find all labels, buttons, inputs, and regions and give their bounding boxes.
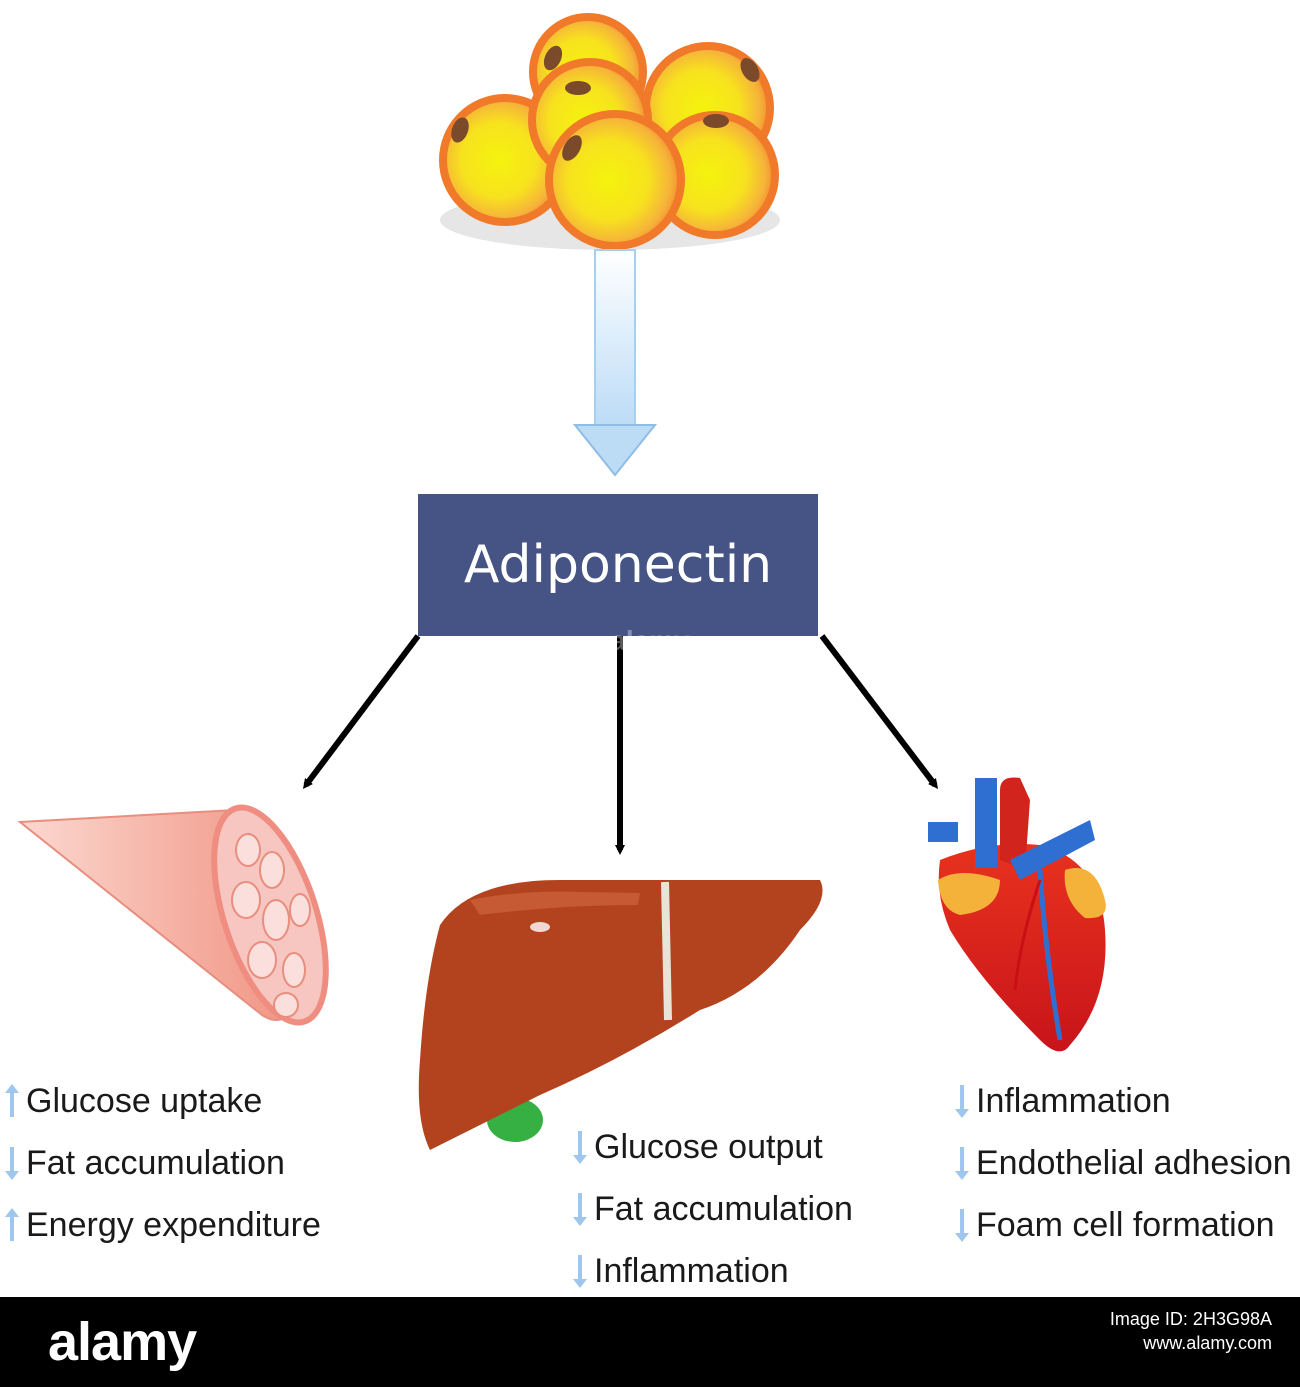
heart-effect-item: Foam cell formation [952, 1194, 1292, 1256]
arrow-to-muscle [302, 634, 421, 789]
liver-icon [418, 880, 823, 1150]
adiponectin-box [418, 494, 818, 636]
effect-label: Foam cell formation [976, 1205, 1275, 1244]
heart-icon [928, 777, 1106, 1052]
adiponectin-label: Adiponectin [464, 535, 772, 595]
liver-effect-item: Glucose output [570, 1116, 853, 1178]
stock-footer: alamy Image ID: 2H3G98A www.alamy.com [0, 1297, 1300, 1387]
effect-label: Glucose uptake [26, 1081, 263, 1120]
decrease-arrow-icon [952, 1083, 972, 1119]
secretion-arrow [572, 249, 658, 477]
muscle-effect-item: Glucose uptake [2, 1070, 321, 1132]
arrow-to-heart [819, 634, 939, 789]
image-id-label: Image ID: 2H3G98A [1109, 1309, 1272, 1329]
effect-label: Glucose output [594, 1127, 823, 1166]
muscle-effect-item: Energy expenditure [2, 1194, 321, 1256]
decrease-arrow-icon [952, 1145, 972, 1181]
effect-arrows [302, 634, 939, 855]
liver-effect-item: Inflammation [570, 1240, 853, 1302]
effect-label: Fat accumulation [594, 1189, 853, 1228]
increase-arrow-icon [2, 1207, 22, 1243]
decrease-arrow-icon [952, 1207, 972, 1243]
watermark-text: alamy [610, 625, 690, 656]
muscle-effect-item: Fat accumulation [2, 1132, 321, 1194]
site-url: www.alamy.com [1143, 1333, 1272, 1353]
decrease-arrow-icon [570, 1253, 590, 1289]
decrease-arrow-icon [2, 1145, 22, 1181]
decrease-arrow-icon [570, 1129, 590, 1165]
effect-label: Energy expenditure [26, 1205, 321, 1244]
stock-id-block: Image ID: 2H3G98A www.alamy.com [1110, 1307, 1272, 1355]
adiponectin-diagram: Adiponectin alamy [17, 13, 1106, 1150]
heart-effect-item: Endothelial adhesion [952, 1132, 1292, 1194]
effect-label: Fat accumulation [26, 1143, 285, 1182]
heart-effect-item: Inflammation [952, 1070, 1292, 1132]
decrease-arrow-icon [570, 1191, 590, 1227]
effect-label: Endothelial adhesion [976, 1143, 1292, 1182]
effect-label: Inflammation [594, 1251, 789, 1290]
brand-logo: alamy [48, 1312, 197, 1372]
effect-label: Inflammation [976, 1081, 1171, 1120]
liver-effect-item: Fat accumulation [570, 1178, 853, 1240]
adipocyte-cluster-icon [439, 13, 780, 250]
muscle-icon [17, 804, 329, 1026]
increase-arrow-icon [2, 1083, 22, 1119]
